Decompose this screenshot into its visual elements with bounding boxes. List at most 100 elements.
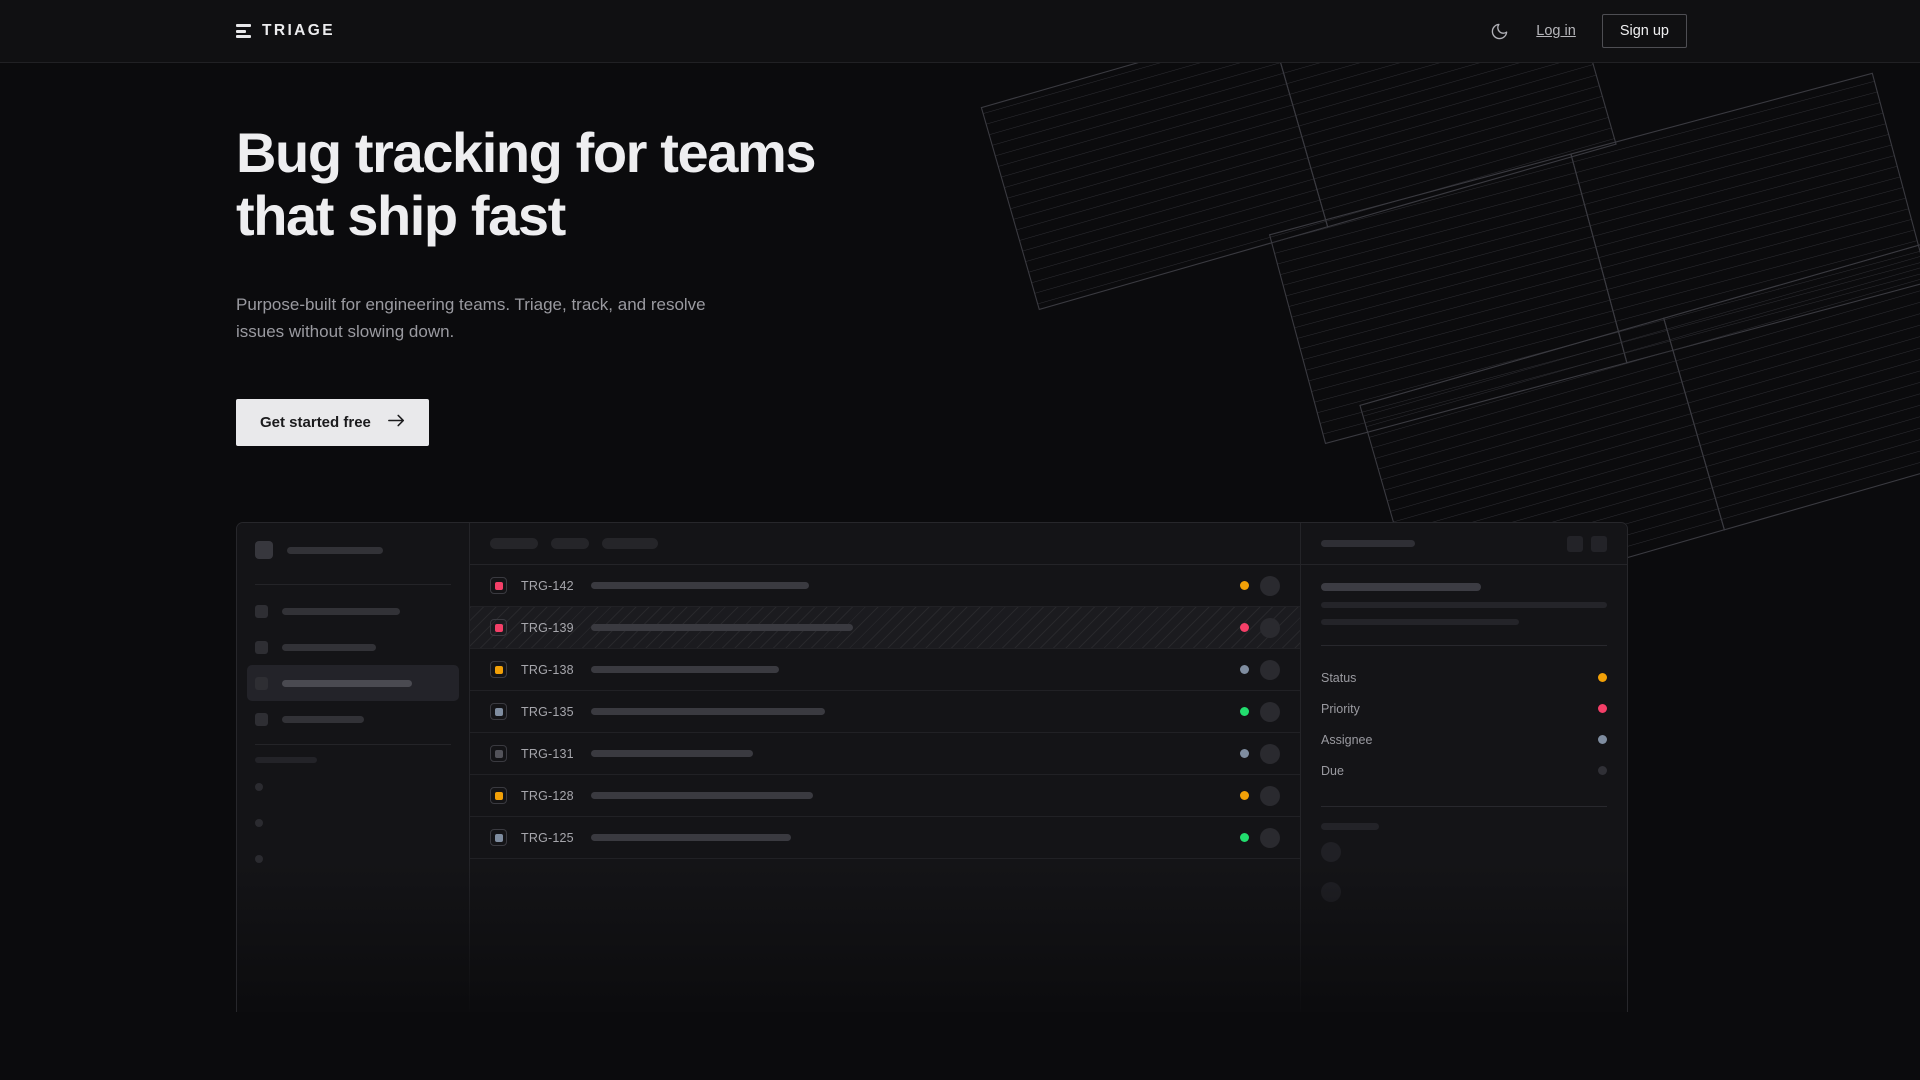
detail-issue-title-placeholder <box>1321 583 1481 591</box>
table-row[interactable]: TRG-128 <box>470 775 1300 817</box>
sidebar-item-label <box>282 679 412 687</box>
sidebar-item-2[interactable] <box>247 629 459 665</box>
sidebar-item-icon <box>255 676 268 690</box>
stacked-bars-icon <box>236 24 251 38</box>
row-meta <box>1240 617 1280 638</box>
filter-chip-1[interactable] <box>490 538 538 549</box>
workspace-avatar <box>255 541 273 559</box>
detail-field-label: Due <box>1321 763 1344 778</box>
detail-action-2[interactable] <box>1591 535 1607 552</box>
activity-avatar-1 <box>1321 842 1341 862</box>
detail-field-priority[interactable]: Priority <box>1321 693 1607 724</box>
detail-breadcrumb-placeholder <box>1321 540 1415 547</box>
issue-id: TRG-128 <box>521 788 574 803</box>
filter-chip-2[interactable] <box>551 538 589 549</box>
detail-header <box>1301 523 1627 565</box>
top-navigation: TRIAGE Log in Sign up <box>0 0 1920 63</box>
row-meta <box>1240 659 1280 680</box>
issue-type-icon <box>490 661 507 678</box>
detail-action-1[interactable] <box>1567 535 1583 552</box>
cta-label: Get started free <box>260 414 371 432</box>
issue-type-icon <box>490 619 507 636</box>
detail-field-value-dot <box>1598 704 1607 713</box>
project-dot-icon <box>255 783 263 791</box>
signup-button[interactable]: Sign up <box>1601 14 1687 48</box>
avatar[interactable] <box>1260 785 1280 806</box>
avatar[interactable] <box>1260 659 1280 680</box>
avatar[interactable] <box>1260 743 1280 764</box>
detail-description <box>1321 602 1607 625</box>
detail-field-label: Priority <box>1321 701 1360 716</box>
sidebar-item-4[interactable] <box>247 701 459 737</box>
issue-type-icon <box>490 829 507 846</box>
workspace-switcher[interactable] <box>255 523 451 577</box>
avatar[interactable] <box>1260 617 1280 638</box>
detail-description-line-1 <box>1321 602 1607 608</box>
sidebar-item-3[interactable] <box>247 665 459 701</box>
detail-field-value-dot <box>1598 673 1607 682</box>
avatar[interactable] <box>1260 827 1280 848</box>
arrow-right-icon <box>387 414 405 431</box>
row-meta <box>1240 743 1280 764</box>
nav-actions: Log in Sign up <box>1488 14 1687 48</box>
activity-avatar-2 <box>1321 882 1341 902</box>
avatar[interactable] <box>1260 701 1280 722</box>
hero-section: Bug tracking for teams that ship fast Pu… <box>236 121 817 447</box>
status-badge <box>1240 581 1249 590</box>
sidebar-project-item-3[interactable] <box>255 841 451 877</box>
table-row[interactable]: TRG-125 <box>470 817 1300 859</box>
moon-icon[interactable] <box>1488 20 1510 42</box>
filter-chip-3[interactable] <box>602 538 658 549</box>
sidebar-project-item-2[interactable] <box>255 805 451 841</box>
row-meta <box>1240 785 1280 806</box>
status-badge <box>1240 707 1249 716</box>
status-badge <box>1240 665 1249 674</box>
sidebar-project-item-1[interactable] <box>255 769 451 805</box>
headline-line-1: Bug tracking for teams <box>236 121 817 184</box>
issue-title-placeholder <box>591 624 853 631</box>
table-row[interactable]: TRG-131 <box>470 733 1300 775</box>
row-meta <box>1240 827 1280 848</box>
detail-field-status[interactable]: Status <box>1321 662 1607 693</box>
detail-divider-2 <box>1321 806 1607 807</box>
table-row[interactable]: TRG-135 <box>470 691 1300 733</box>
issue-title-placeholder <box>591 666 779 673</box>
row-meta <box>1240 575 1280 596</box>
hero-subtext: Purpose-built for engineering teams. Tri… <box>236 295 706 342</box>
sidebar-divider-top <box>255 584 451 585</box>
issue-type-icon <box>490 787 507 804</box>
detail-field-due[interactable]: Due <box>1321 755 1607 786</box>
sidebar-section-label <box>255 757 317 763</box>
brand-name: TRIAGE <box>262 22 335 39</box>
detail-field-label: Status <box>1321 670 1357 685</box>
issue-id: TRG-135 <box>521 704 574 719</box>
issue-title-placeholder <box>591 750 753 757</box>
table-row[interactable]: TRG-139 <box>470 607 1300 649</box>
status-badge <box>1240 749 1249 758</box>
sidebar-item-label <box>282 715 364 723</box>
table-row[interactable]: TRG-142 <box>470 565 1300 607</box>
sidebar-item-icon <box>255 712 268 726</box>
headline-line-2: that ship fast <box>236 183 566 247</box>
detail-header-actions <box>1567 535 1607 552</box>
issue-id: TRG-138 <box>521 662 574 677</box>
status-badge <box>1240 833 1249 842</box>
sidebar-item-icon <box>255 604 268 618</box>
login-link[interactable]: Log in <box>1536 23 1576 39</box>
brand-logo[interactable]: TRIAGE <box>236 22 335 40</box>
issue-type-icon <box>490 577 507 594</box>
detail-activity-list <box>1321 842 1607 902</box>
sidebar-item-1[interactable] <box>247 593 459 629</box>
sidebar-item-label <box>282 643 376 651</box>
detail-field-assignee[interactable]: Assignee <box>1321 724 1607 755</box>
issue-id: TRG-139 <box>521 620 574 635</box>
status-badge <box>1240 623 1249 632</box>
table-row[interactable]: TRG-138 <box>470 649 1300 691</box>
avatar[interactable] <box>1260 575 1280 596</box>
get-started-button[interactable]: Get started free <box>236 399 429 447</box>
issue-title-placeholder <box>591 834 791 841</box>
